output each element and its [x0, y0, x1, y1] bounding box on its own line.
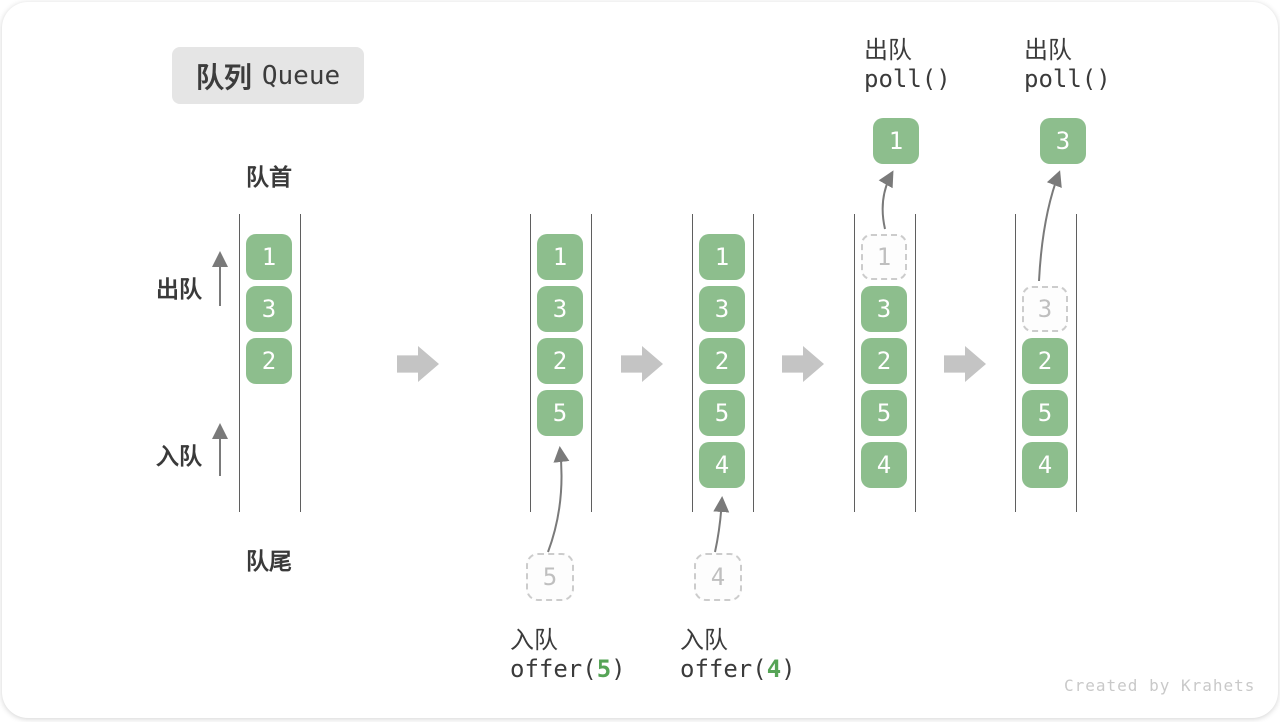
- enqueue-op-label: 入队: [510, 626, 558, 654]
- queue-rear-label: 队尾: [246, 549, 292, 575]
- dequeue-op-label: 出队: [1024, 36, 1072, 64]
- poll-3-arrow-icon: [1038, 170, 1062, 282]
- code-suffix: ): [781, 655, 796, 683]
- code-prefix: offer(: [510, 655, 597, 683]
- enqueue-op-code: offer(4): [680, 655, 796, 683]
- enqueue-4-arrow-icon: [713, 496, 730, 553]
- queue-rail: [1076, 214, 1077, 512]
- queue-cell: 5: [861, 390, 907, 436]
- result-cell: 1: [873, 118, 919, 164]
- queue-rail: [915, 214, 916, 512]
- dequeue-op-code: poll(): [1024, 65, 1111, 93]
- watermark: Created by Krahets: [1064, 676, 1256, 695]
- code-prefix: offer(: [680, 655, 767, 683]
- queue-cell: 5: [1022, 390, 1068, 436]
- enqueue-op-label: 入队: [680, 626, 728, 654]
- queue-rail: [300, 214, 301, 512]
- queue-cell-dashed: 3: [1022, 286, 1068, 332]
- queue-rail: [239, 214, 240, 512]
- queue-cell: 5: [699, 390, 745, 436]
- queue-cell: 4: [861, 442, 907, 488]
- queue-cell: 2: [1022, 338, 1068, 384]
- poll-1-arrow-icon: [878, 170, 894, 230]
- staged-cell: 5: [526, 553, 574, 601]
- flow-arrow-icon: [397, 346, 439, 382]
- title-en: Queue: [261, 60, 341, 91]
- enqueue-op-code: offer(5): [510, 655, 626, 683]
- queue-cell: 2: [537, 338, 583, 384]
- queue-cell: 3: [699, 286, 745, 332]
- dequeue-op-code: poll(): [864, 65, 951, 93]
- queue-cell: 1: [699, 234, 745, 280]
- enqueue-5-arrow-icon: [547, 446, 570, 553]
- title-badge: 队列 Queue: [172, 47, 364, 104]
- flow-arrow-icon: [944, 346, 986, 382]
- queue-rail: [530, 214, 531, 512]
- queue-cell: 2: [699, 338, 745, 384]
- queue-cell: 2: [861, 338, 907, 384]
- queue-cell: 2: [246, 338, 292, 384]
- queue-cell-dashed: 1: [861, 234, 907, 280]
- flow-arrow-icon: [782, 346, 824, 382]
- queue-rail: [753, 214, 754, 512]
- queue-cell: 4: [1022, 442, 1068, 488]
- queue-front-label: 队首: [246, 165, 292, 191]
- enqueue-side-label: 入队: [156, 444, 202, 470]
- title-zh: 队列: [195, 60, 252, 94]
- queue-rail: [692, 214, 693, 512]
- code-suffix: ): [611, 655, 626, 683]
- code-arg: 4: [766, 655, 782, 683]
- code-arg: 5: [596, 655, 612, 683]
- dequeue-side-label: 出队: [156, 277, 202, 303]
- queue-rail: [591, 214, 592, 512]
- queue-cell: 1: [537, 234, 583, 280]
- dequeue-op-label: 出队: [864, 36, 912, 64]
- staged-cell: 4: [694, 553, 742, 601]
- queue-cell: 3: [861, 286, 907, 332]
- queue-cell: 5: [537, 390, 583, 436]
- result-cell: 3: [1040, 118, 1086, 164]
- queue-cell: 3: [537, 286, 583, 332]
- queue-cell: 4: [699, 442, 745, 488]
- queue-rail: [854, 214, 855, 512]
- queue-cell: 1: [246, 234, 292, 280]
- queue-cell: 3: [246, 286, 292, 332]
- queue-rail: [1015, 214, 1016, 512]
- flow-arrow-icon: [621, 346, 663, 382]
